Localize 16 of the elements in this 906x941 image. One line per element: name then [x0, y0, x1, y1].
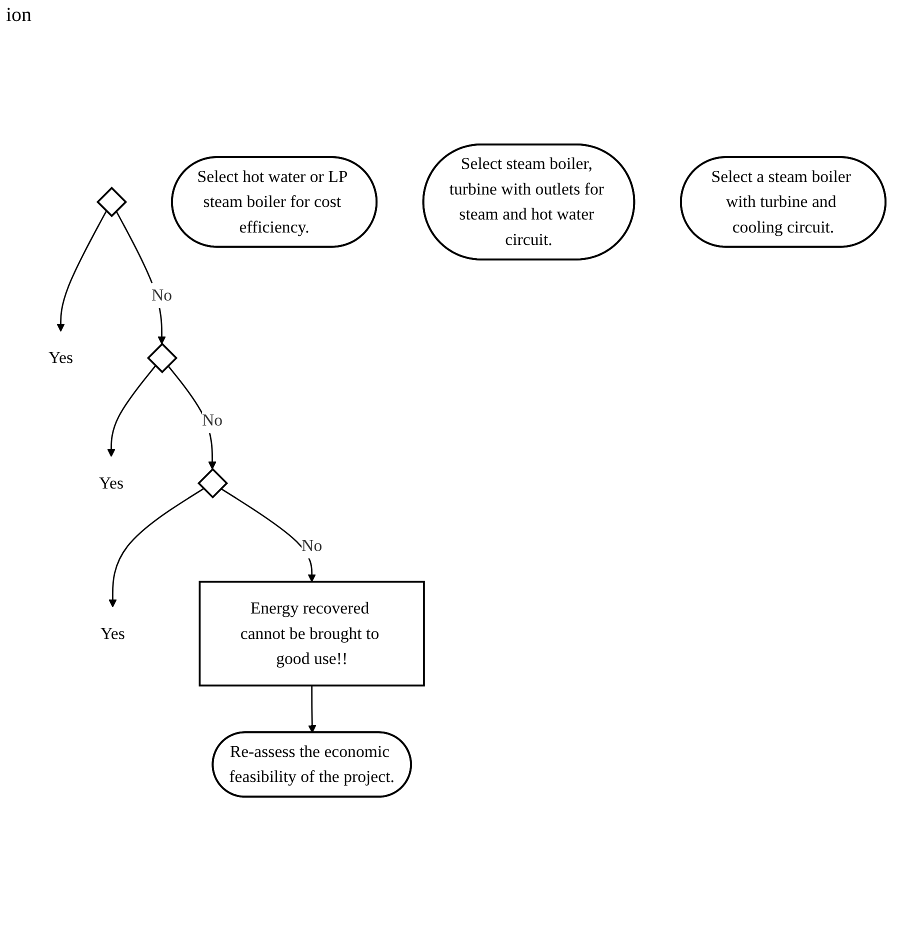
node-diamond	[146, 342, 178, 374]
node-diamond	[96, 186, 128, 218]
note-text: ion	[6, 4, 32, 27]
node-text: Yes	[48, 348, 73, 367]
arrow	[308, 685, 316, 733]
node-diamond	[197, 468, 228, 498]
arrow	[56, 210, 107, 332]
arrow	[220, 488, 316, 582]
arrow	[107, 365, 156, 457]
arrow	[108, 488, 204, 608]
edge-label: No	[302, 536, 322, 555]
edge-label: No	[202, 410, 223, 430]
node-box: Energy recovered cannot be brought to good use!!	[198, 580, 425, 686]
node-text: Yes	[99, 473, 124, 492]
edge-label: No	[151, 285, 172, 304]
node-text: Yes	[100, 624, 125, 642]
